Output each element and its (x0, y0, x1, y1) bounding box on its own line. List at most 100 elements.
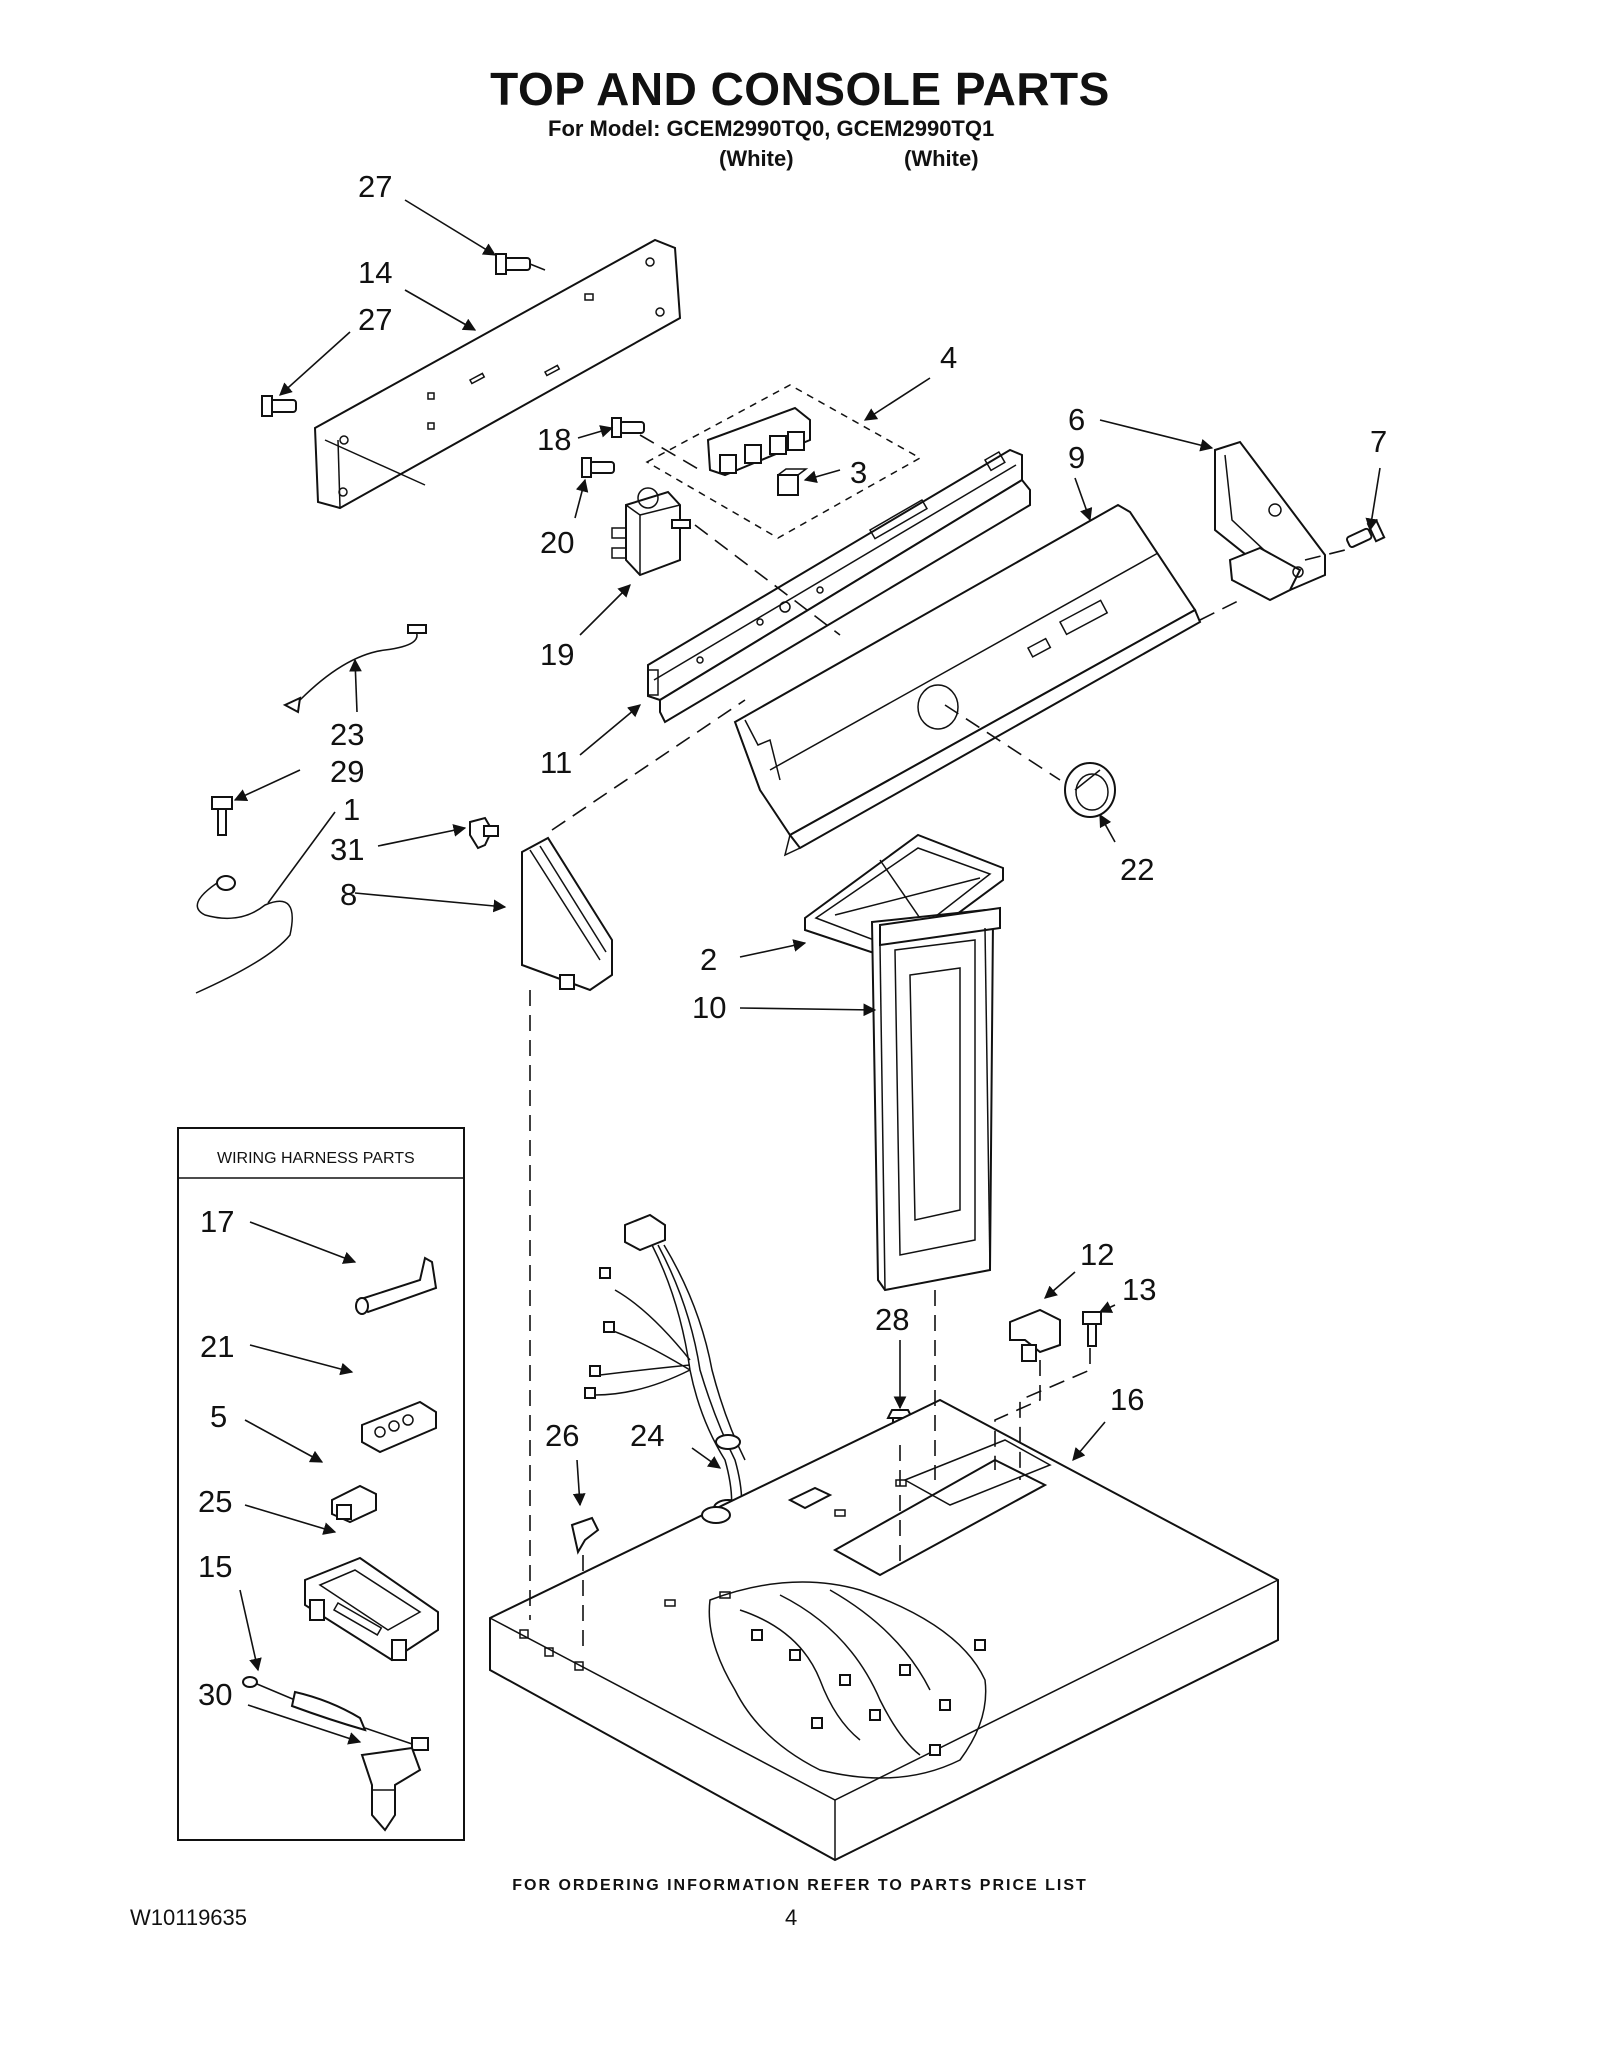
connector-21-part (361, 1400, 437, 1454)
switch-assembly-outline (645, 384, 922, 539)
leader-2 (739, 939, 807, 958)
screw-20-part (581, 457, 615, 478)
clip-31-part (469, 816, 499, 850)
switch-knob-3-part (777, 468, 809, 496)
assembly-line-screw7 (1304, 549, 1346, 561)
wiring-harness-inset: WIRING HARNESS PARTS (177, 1127, 465, 1841)
callout-17: 17 (200, 1204, 234, 1239)
screw-27-top-part (495, 253, 546, 275)
thermal-fuse-15-part (242, 1676, 429, 1751)
assembly-line-screw13 (1019, 1348, 1091, 1480)
callout-9: 9 (1068, 440, 1085, 475)
right-end-cap-part (1214, 440, 1326, 602)
ground-wire-1-part (195, 875, 293, 994)
screw-29-part (211, 796, 233, 836)
leader-20 (574, 478, 589, 519)
document-number: W10119635 (130, 1905, 248, 1930)
callout-18: 18 (537, 422, 571, 457)
callout-27-top: 27 (358, 169, 392, 204)
leader-18 (577, 425, 614, 439)
callout-27-left: 27 (358, 302, 392, 337)
callout-8: 8 (340, 877, 357, 912)
wire-23-part (282, 624, 427, 714)
console-frame-part (647, 448, 1031, 724)
leader-5 (244, 1419, 324, 1463)
leader-13 (1098, 1301, 1116, 1313)
assembly-line-8-9 (551, 699, 746, 831)
callout-15: 15 (198, 1549, 232, 1584)
page-number: 4 (785, 1905, 798, 1930)
callout-1: 1 (343, 792, 360, 827)
assembly-line-timer (694, 524, 841, 636)
callout-7: 7 (1370, 424, 1387, 459)
leader-29 (233, 769, 301, 801)
page-title: TOP AND CONSOLE PARTS (490, 63, 1110, 115)
control-panel-part (733, 503, 1202, 857)
callout-28: 28 (875, 1302, 909, 1337)
leader-1 (267, 811, 336, 904)
wiring-inset-title: WIRING HARNESS PARTS (217, 1150, 415, 1167)
callout-10: 10 (692, 990, 726, 1025)
leader-31 (377, 824, 467, 847)
terminal-17-part (355, 1256, 438, 1315)
callout-30: 30 (198, 1677, 232, 1712)
bracket-26-part (570, 1516, 600, 1555)
leader-16 (1072, 1421, 1106, 1461)
leader-23 (349, 658, 362, 713)
callout-16: 16 (1110, 1382, 1144, 1417)
callout-11: 11 (540, 745, 572, 780)
leader-10 (739, 1003, 877, 1017)
callout-20: 20 (540, 525, 574, 560)
push-clip-30-part (360, 1746, 422, 1832)
leader-11 (579, 704, 641, 756)
callout-25: 25 (198, 1484, 232, 1519)
clip-5-part (331, 1484, 377, 1524)
callout-6: 6 (1068, 402, 1085, 437)
leader-3 (803, 469, 841, 483)
leader-6 (1099, 419, 1214, 452)
screw-13-part (1082, 1311, 1102, 1347)
leader-25 (244, 1504, 337, 1535)
leader-7 (1365, 467, 1381, 532)
leader-8 (354, 892, 507, 913)
callout-23: 23 (330, 717, 364, 752)
model-color-2: (White) (904, 146, 979, 171)
terminal-block-25-part (304, 1556, 439, 1662)
leader-30 (247, 1704, 362, 1745)
callout-14: 14 (358, 255, 392, 290)
assembly-line-screw18 (639, 434, 701, 471)
assembly-line-knob (944, 704, 1061, 781)
assembly-line-clip12 (994, 1360, 1041, 1470)
screw-27-left-part (261, 395, 297, 417)
leader-19 (579, 584, 631, 636)
callout-22: 22 (1120, 852, 1154, 887)
callout-31: 31 (330, 832, 364, 867)
callout-19: 19 (540, 637, 574, 672)
leader-24 (691, 1447, 722, 1469)
timer-part (611, 487, 691, 577)
leader-12 (1044, 1271, 1076, 1299)
leader-9 (1074, 477, 1093, 522)
lint-duct-part (870, 906, 1001, 1292)
leader-26 (572, 1459, 586, 1507)
leader-4 (863, 377, 931, 421)
screw-7-part (1345, 518, 1386, 548)
callout-4: 4 (940, 340, 957, 375)
callout-26: 26 (545, 1418, 579, 1453)
left-end-cap-part (521, 836, 613, 992)
screw-18-part (611, 417, 645, 438)
clip-12-part (1009, 1308, 1061, 1362)
callout-5: 5 (210, 1399, 227, 1434)
callout-21: 21 (200, 1329, 234, 1364)
callout-3: 3 (850, 455, 867, 490)
leader-17 (249, 1221, 357, 1264)
callout-13: 13 (1122, 1272, 1156, 1307)
dryer-top-part (489, 1398, 1279, 1862)
callout-29: 29 (330, 754, 364, 789)
ordering-note: FOR ORDERING INFORMATION REFER TO PARTS … (512, 1877, 1088, 1894)
leader-27-top (404, 199, 497, 256)
leader-15 (239, 1589, 262, 1672)
assembly-line-endcap (1199, 599, 1241, 621)
leader-27-left (279, 331, 351, 396)
